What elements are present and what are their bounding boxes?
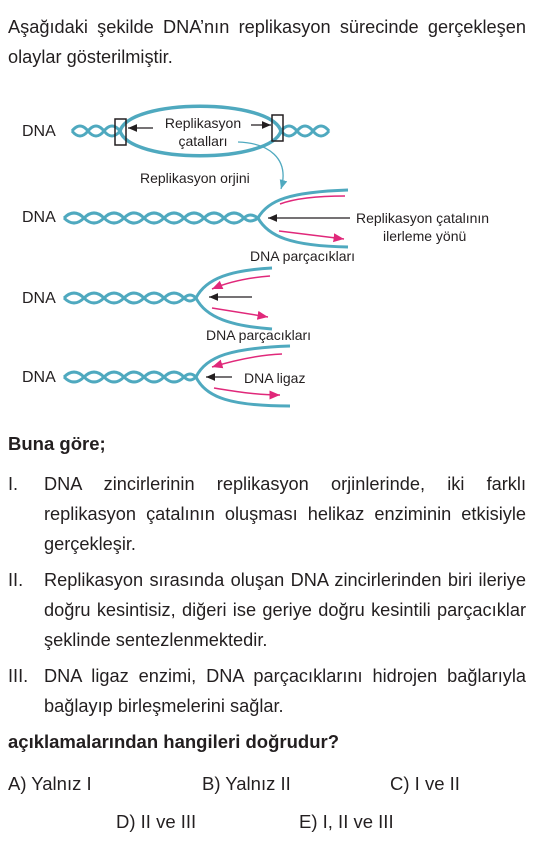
replication-fork-stage-2: DNA DNA parçacıkları [22, 266, 311, 343]
dna-label-4: DNA [22, 369, 56, 386]
statement-number: II. [8, 570, 24, 590]
direction-label-line1: Replikasyon çatalının [356, 210, 489, 226]
fork-label-line1: Replikasyon [165, 115, 241, 131]
replication-bubble: DNA Replikasyon çatalları Replikasyon or… [22, 104, 331, 190]
question-text: açıklamalarından hangileri doğrudur? [8, 731, 340, 752]
question-intro-text: Aşağıdaki şekilde DNA’nın replikasyon sü… [8, 17, 526, 67]
option-d[interactable]: D) II ve III [116, 811, 197, 832]
statement-3: III. DNA ligaz enzimi, DNA parçacıkların… [8, 661, 526, 721]
dna-label-3: DNA [22, 290, 56, 307]
replication-fork-stage-1: DNA Replikasyon çatalının ilerleme yönü … [22, 188, 489, 264]
left-fork-box [114, 118, 127, 146]
statements-heading: Buna göre; [8, 433, 106, 454]
option-a[interactable]: A) Yalnız I [8, 773, 92, 794]
statement-number: III. [8, 666, 29, 686]
fragments-label-1: DNA parçacıkları [250, 248, 355, 264]
statement-1: I. DNA zincirlerinin replikasyon orjinle… [8, 469, 526, 559]
statement-text: Replikasyon sırasında oluşan DNA zincirl… [44, 570, 526, 650]
fragments-label-2: DNA parçacıkları [206, 327, 311, 343]
right-fork-box [271, 114, 284, 142]
replication-fork-stage-3: DNA DNA ligaz [22, 344, 305, 408]
fork-label-line2: çatalları [178, 133, 227, 149]
origin-label: Replikasyon orjini [140, 170, 250, 186]
option-b[interactable]: B) Yalnız II [202, 773, 291, 794]
option-c[interactable]: C) I ve II [390, 773, 460, 794]
dna-replication-diagram: DNA Replikasyon çatalları Replikasyon or… [22, 104, 489, 408]
statement-number: I. [8, 474, 19, 494]
statement-text: DNA ligaz enzimi, DNA parçacıklarını hid… [44, 666, 526, 716]
dna-label-2: DNA [22, 209, 56, 226]
ligase-label: DNA ligaz [244, 370, 305, 386]
option-e[interactable]: E) I, II ve III [299, 811, 394, 832]
statement-2: II. Replikasyon sırasında oluşan DNA zin… [8, 565, 526, 655]
statement-text: DNA zincirlerinin replikasyon orjinlerin… [44, 474, 526, 554]
dna-label-1: DNA [22, 123, 56, 140]
direction-label-line2: ilerleme yönü [383, 228, 466, 244]
